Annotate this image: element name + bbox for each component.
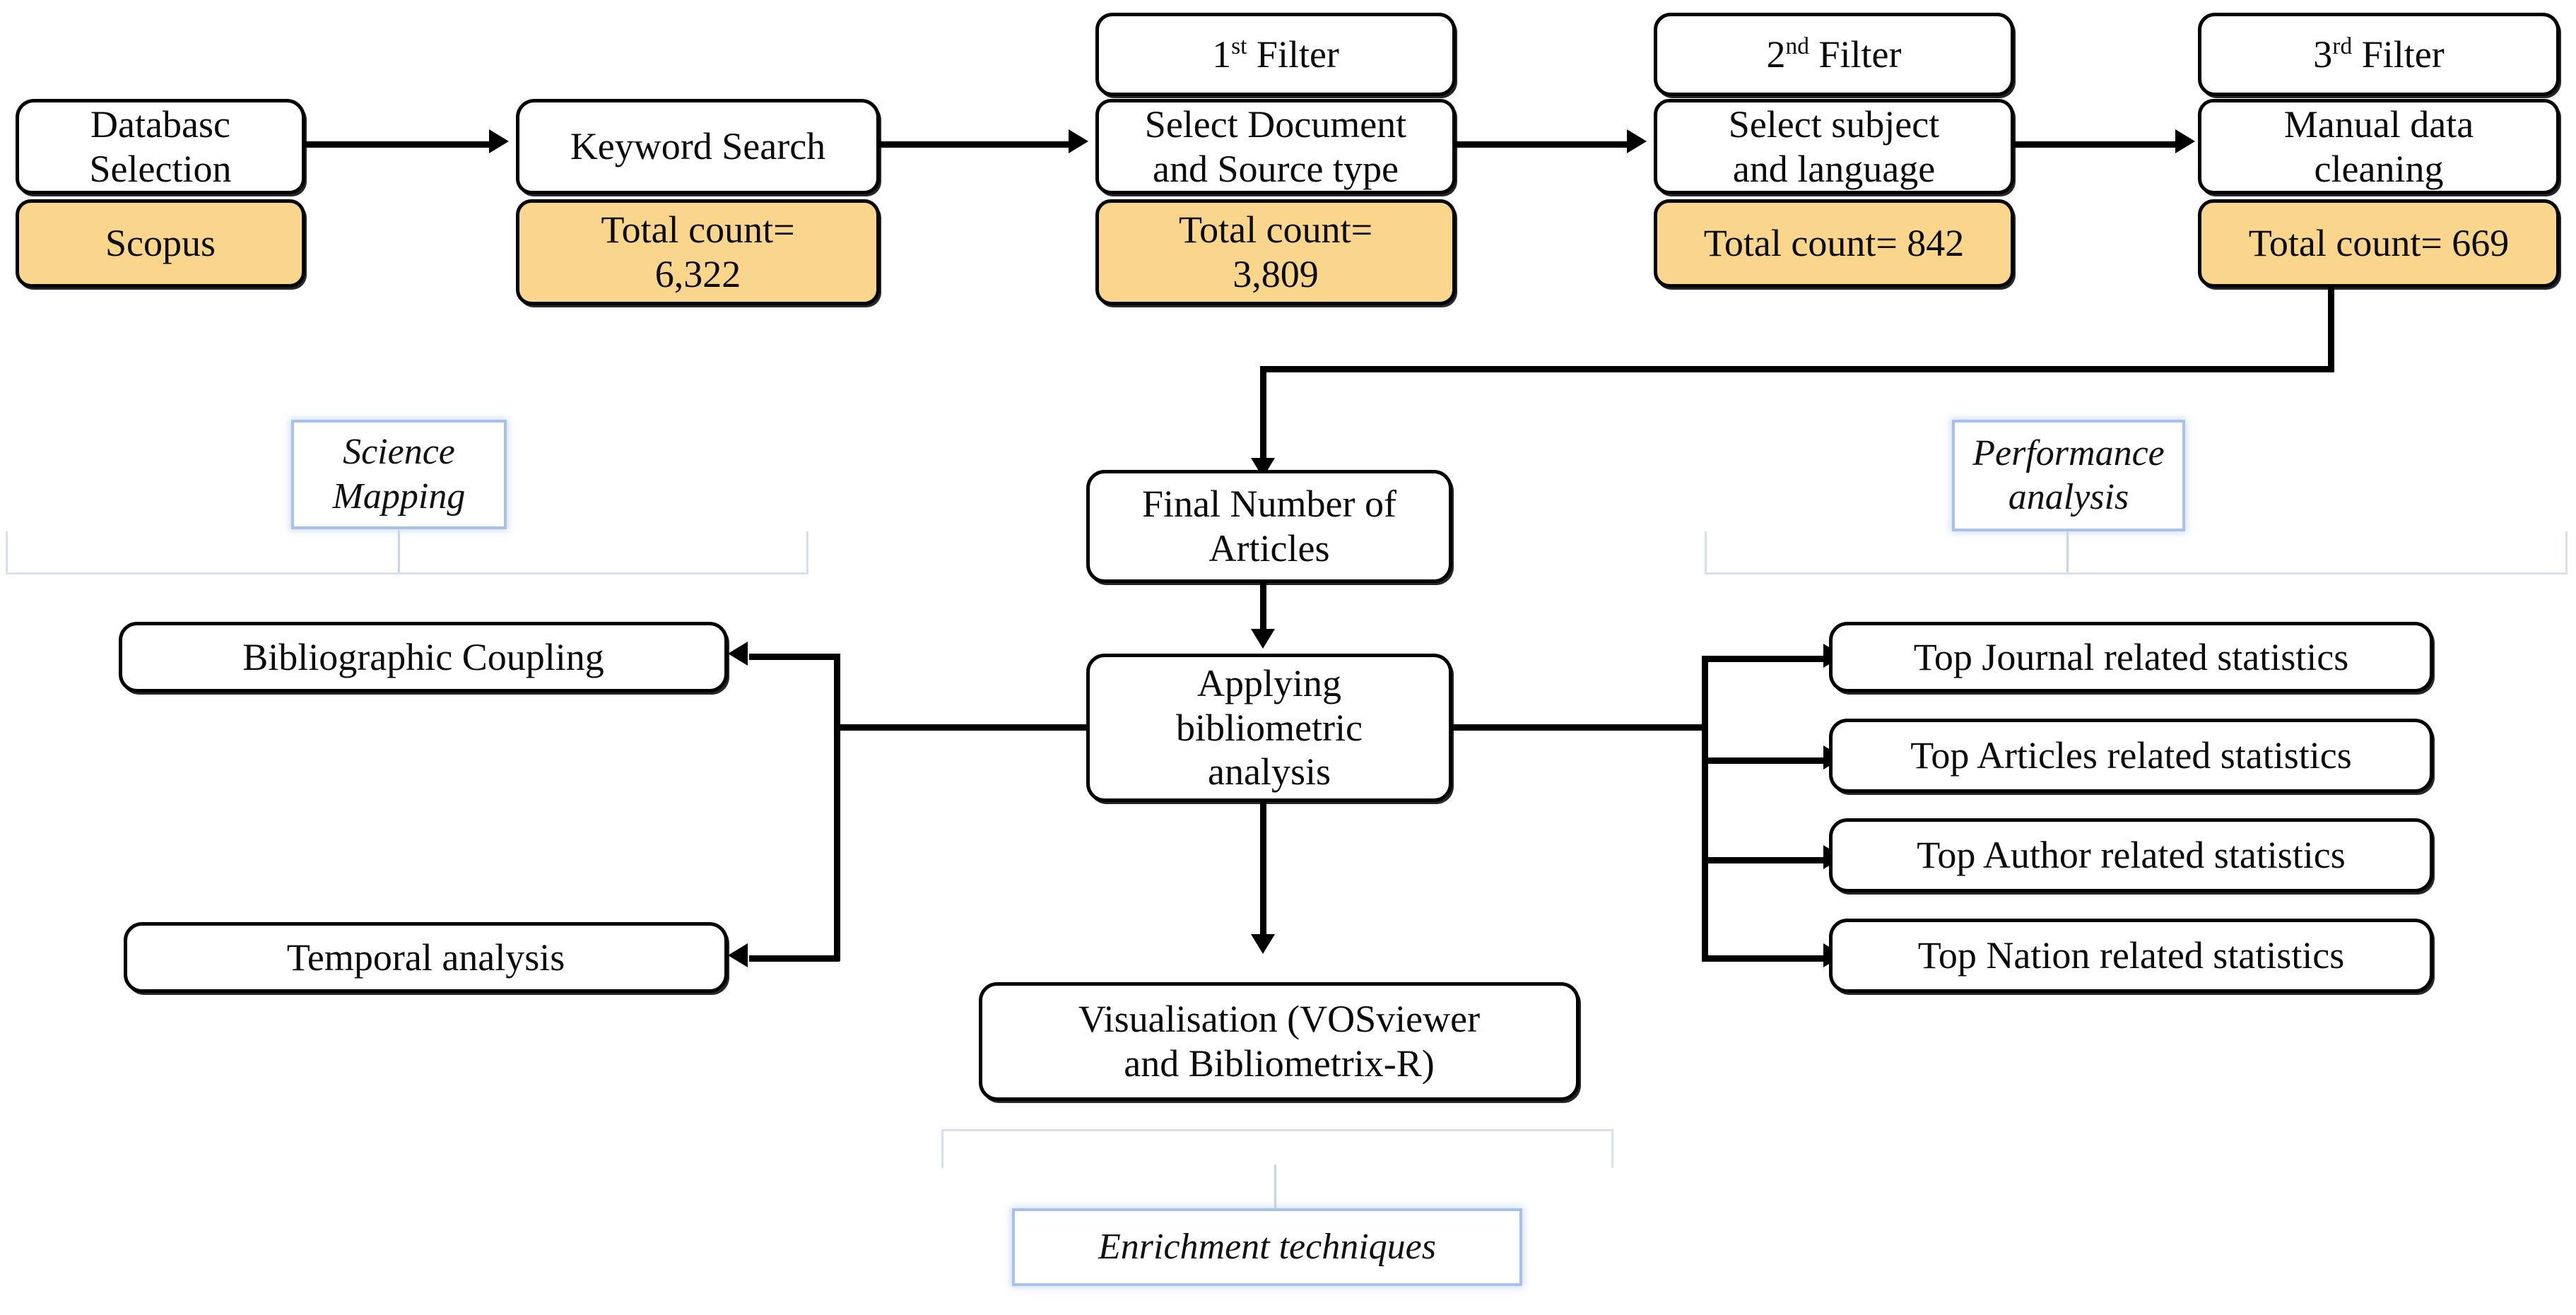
connector-applying-to-visualisation [1260,802,1266,943]
connector-right-to-top-journal [1702,656,1829,662]
final-articles-label: Final Number of Articles [1142,483,1396,570]
node-top-nation-statistics: Top Nation related statistics [1829,919,2433,993]
arrowhead-final-to-applying [1251,629,1275,649]
connector-right-trunk [1702,656,1708,960]
node-third-filter-count: Total count= 669 [2198,199,2560,288]
first-filter-body-label: Select Document and Source type [1144,102,1407,190]
first-filter-count-label: Total count= 3,809 [1178,208,1373,295]
arrowhead-filter2-to-filter3 [2175,129,2195,153]
enrichment-techniques-label: Enrichment techniques [1098,1226,1436,1267]
arrowhead-db-to-keyword [489,129,509,153]
bracket-performance-analysis [1705,531,2568,574]
node-third-filter-body: Manual data cleaning [2198,99,2560,194]
bracket-enrichment [941,1129,1613,1168]
connector-filter3-left [1260,366,2334,372]
arrowhead-applying-to-visualisation [1251,934,1275,954]
connector-right-to-top-author [1702,857,1829,863]
node-top-articles-statistics: Top Articles related statistics [1829,719,2433,793]
connector-applying-left-stem [834,724,1088,731]
node-bibliographic-coupling: Bibliographic Coupling [119,622,728,692]
node-temporal-analysis: Temporal analysis [124,922,728,993]
connector-final-to-applying [1260,583,1266,636]
third-filter-header-label: 3rd Filter [2313,33,2445,76]
node-top-journal-statistics: Top Journal related statistics [1829,622,2433,692]
first-filter-header-label: 1st Filter [1212,33,1339,76]
applying-bibliometric-label: Applying bibliometric analysis [1176,662,1363,794]
node-keyword-search-count: Total count= 6,322 [516,199,880,305]
callout-performance-analysis: Performance analysis [1952,420,2185,531]
bracket-stem-enrichment [1274,1164,1276,1208]
node-second-filter-header: 2nd Filter [1654,13,2014,96]
callout-enrichment-techniques: Enrichment techniques [1012,1208,1522,1286]
third-filter-count-label: Total count= 669 [2248,222,2510,265]
connector-right-to-top-nation [1702,955,1829,962]
connector-left-to-temporal-analysis [749,955,840,962]
database-selection-label: Databasc Selection [89,102,232,190]
top-articles-statistics-label: Top Articles related statistics [1910,734,2352,777]
top-author-statistics-label: Top Author related statistics [1917,834,2346,877]
connector-keyword-to-filter1 [880,141,1074,148]
connector-db-to-keyword [305,141,495,148]
bracket-stem-performance [2066,531,2069,572]
bibliographic-coupling-label: Bibliographic Coupling [242,635,604,678]
connector-left-to-bibliographic-coupling [749,654,840,660]
temporal-analysis-label: Temporal analysis [286,936,565,979]
second-filter-header-label: 2nd Filter [1766,33,1902,76]
visualisation-label: Visualisation (VOSviewer and Bibliometri… [1078,998,1481,1085]
arrowhead-keyword-to-filter1 [1069,129,1088,153]
node-applying-bibliometric-analysis: Applying bibliometric analysis [1086,654,1452,802]
node-keyword-search-body: Keyword Search [516,99,880,194]
node-first-filter-header: 1st Filter [1095,13,1456,96]
arrowhead-bibliographic-coupling [728,642,748,666]
node-third-filter-header: 3rd Filter [2198,13,2560,96]
performance-analysis-label: Performance analysis [1972,432,2165,517]
second-filter-body-label: Select subject and language [1728,102,1940,190]
keyword-search-count-label: Total count= 6,322 [601,208,795,295]
node-visualisation: Visualisation (VOSviewer and Bibliometri… [979,982,1580,1101]
connector-filter2-to-filter3 [2014,141,2180,148]
second-filter-count-label: Total count= 842 [1703,222,1965,265]
connector-applying-right-stem [1452,724,1708,731]
database-selection-count-label: Scopus [105,222,216,265]
connector-left-trunk [834,654,840,961]
node-top-author-statistics: Top Author related statistics [1829,818,2433,892]
third-filter-body-label: Manual data cleaning [2283,102,2474,190]
connector-right-to-top-articles [1702,757,1829,764]
top-journal-statistics-label: Top Journal related statistics [1913,635,2349,678]
node-final-number-of-articles: Final Number of Articles [1086,470,1452,583]
callout-science-mapping: Science Mapping [291,420,507,529]
bracket-stem-science-mapping [398,530,400,572]
node-second-filter-count: Total count= 842 [1654,199,2014,288]
node-first-filter-count: Total count= 3,809 [1095,199,1456,305]
node-database-selection-count: Scopus [16,199,305,288]
arrowhead-filter1-to-filter2 [1627,129,1647,153]
keyword-search-label: Keyword Search [570,125,826,168]
bracket-science-mapping [6,531,808,574]
node-second-filter-body: Select subject and language [1654,99,2014,194]
connector-into-final-articles [1260,366,1266,465]
node-database-selection-body: Databasc Selection [16,99,305,194]
arrowhead-temporal-analysis [728,943,748,967]
connector-filter1-to-filter2 [1456,141,1633,148]
node-first-filter-body: Select Document and Source type [1095,99,1456,194]
science-mapping-label: Science Mapping [332,432,466,517]
connector-filter3-down [2328,286,2334,371]
top-nation-statistics-label: Top Nation related statistics [1917,934,2345,977]
